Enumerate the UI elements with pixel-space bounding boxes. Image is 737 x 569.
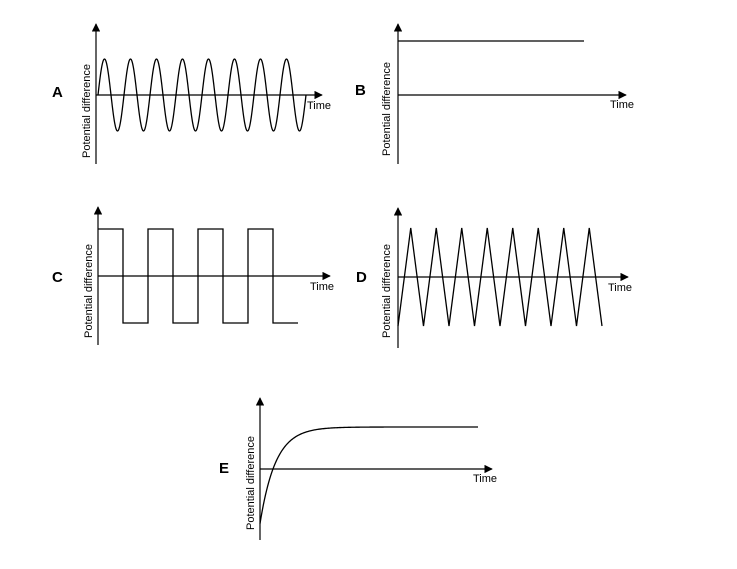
x-axis-label: Time <box>608 282 632 294</box>
y-axis-label: Potential difference <box>381 62 393 156</box>
panel-a: A Time Potential difference <box>52 23 331 164</box>
x-axis-label: Time <box>610 99 634 111</box>
panel-letter: A <box>52 84 63 101</box>
panel-letter: E <box>219 460 229 477</box>
waveform-line <box>259 426 478 524</box>
y-axis-label: Potential difference <box>81 64 93 158</box>
waveform-line <box>397 227 603 327</box>
x-axis-label: Time <box>307 100 331 112</box>
waveform-line <box>97 58 307 132</box>
panel-b: B Time Potential difference <box>355 23 634 164</box>
panel-letter: C <box>52 269 63 286</box>
x-axis-label: Time <box>310 281 334 293</box>
panel-e: E Time Potential difference <box>219 397 497 540</box>
y-axis-label: Potential difference <box>83 244 95 338</box>
panel-c: C Time Potential difference <box>52 206 334 345</box>
waveform-line <box>98 228 298 324</box>
x-axis-label: Time <box>473 473 497 485</box>
y-axis-label: Potential difference <box>245 436 257 530</box>
y-axis-label: Potential difference <box>381 244 393 338</box>
panel-letter: B <box>355 82 366 99</box>
panel-letter: D <box>356 269 367 286</box>
panel-d: D Time Potential difference <box>356 207 632 348</box>
